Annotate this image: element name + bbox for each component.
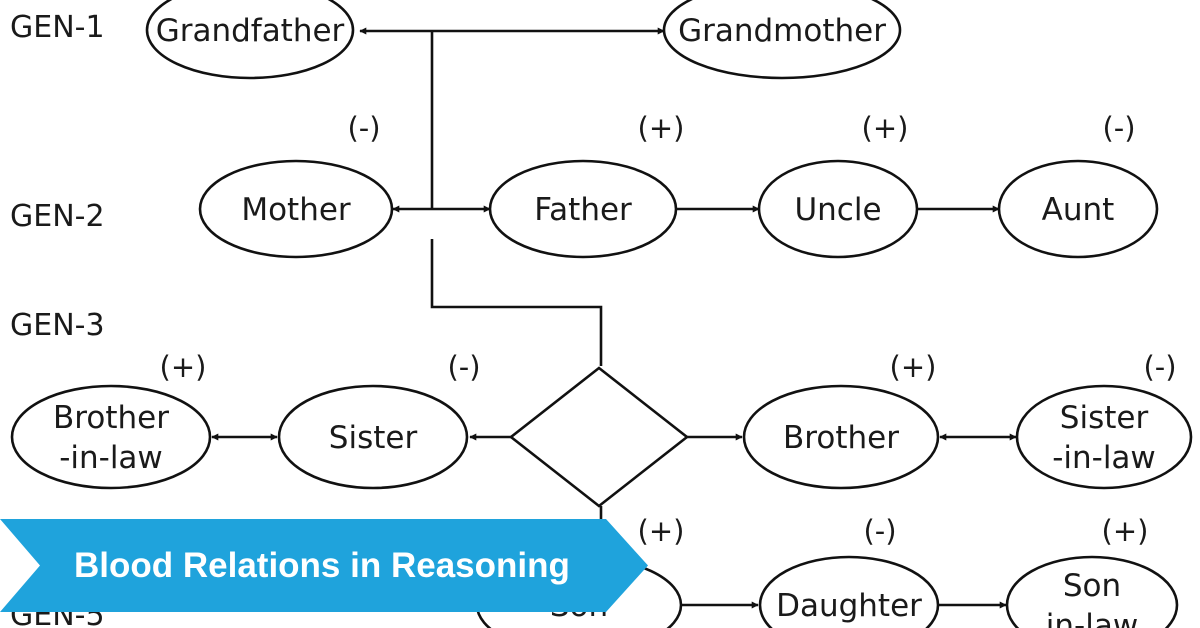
node-uncle: Uncle (757, 159, 919, 259)
node-sister: Sister (277, 384, 469, 490)
title-banner: Blood Relations in Reasoning (0, 519, 648, 612)
brother-gender-sign: (+) (890, 350, 937, 384)
daughter-gender-sign: (-) (863, 514, 896, 548)
mother-label: Mother (241, 192, 351, 228)
brother-in-law-gender-sign: (+) (160, 350, 207, 384)
banner-shape (0, 519, 648, 612)
brother-in-law-label: -in-law (59, 440, 163, 476)
node-grandfather: Grandfather (145, 0, 355, 80)
mother-ellipse (198, 159, 394, 259)
brother-in-law-ellipse (10, 384, 212, 490)
grandmother-label: Grandmother (678, 13, 886, 49)
son-in-law-gender-sign: (+) (1102, 514, 1149, 548)
father-gender-sign: (+) (638, 111, 685, 145)
gen2-descent-line (430, 239, 603, 366)
brother-ellipse (742, 384, 940, 490)
node-aunt: Aunt (997, 159, 1159, 259)
self-diamond (508, 366, 690, 508)
node-brother-in-law: Brother -in-law (10, 384, 212, 490)
uncle-gender-sign: (+) (862, 111, 909, 145)
sister-ellipse (277, 384, 469, 490)
sister-in-law-label: -in-law (1052, 440, 1156, 476)
father-label: Father (534, 192, 632, 228)
grandfather-ellipse (145, 0, 355, 80)
node-grandmother: Grandmother (662, 0, 902, 80)
grandfather-label: Grandfather (156, 13, 345, 49)
generation-label-gen3: GEN-3 (10, 308, 105, 343)
uncle-ellipse (757, 159, 919, 259)
brother-in-law-label: Brother (53, 400, 169, 436)
son-in-law-ellipse (1005, 555, 1179, 628)
node-sister-in-law: Sister -in-law (1015, 384, 1193, 490)
sister-in-law-ellipse (1015, 384, 1193, 490)
node-daughter: Daughter (758, 555, 940, 628)
sister-in-law-label: Sister (1060, 400, 1149, 436)
son-in-law-label: in-law (1046, 608, 1138, 628)
grandmother-ellipse (662, 0, 902, 80)
mother-gender-sign: (-) (347, 111, 380, 145)
banner-title: Blood Relations in Reasoning (74, 546, 570, 585)
node-son-in-law: Son in-law (1005, 555, 1179, 628)
sister-in-law-gender-sign: (-) (1143, 350, 1176, 384)
sister-gender-sign: (-) (447, 350, 480, 384)
sister-label: Sister (329, 420, 418, 456)
daughter-ellipse (758, 555, 940, 628)
aunt-gender-sign: (-) (1102, 111, 1135, 145)
son-gender-sign: (+) (638, 514, 685, 548)
brother-label: Brother (783, 420, 899, 456)
node-brother: Brother (742, 384, 940, 490)
node-father: Father (488, 159, 678, 259)
generation-label-gen2: GEN-2 (10, 199, 105, 234)
son-in-law-label: Son (1063, 568, 1121, 604)
aunt-label: Aunt (1042, 192, 1115, 228)
daughter-label: Daughter (776, 588, 922, 624)
uncle-label: Uncle (794, 192, 881, 228)
aunt-ellipse (997, 159, 1159, 259)
node-mother: Mother (198, 159, 394, 259)
father-ellipse (488, 159, 678, 259)
generation-label-gen1: GEN-1 (10, 10, 105, 45)
